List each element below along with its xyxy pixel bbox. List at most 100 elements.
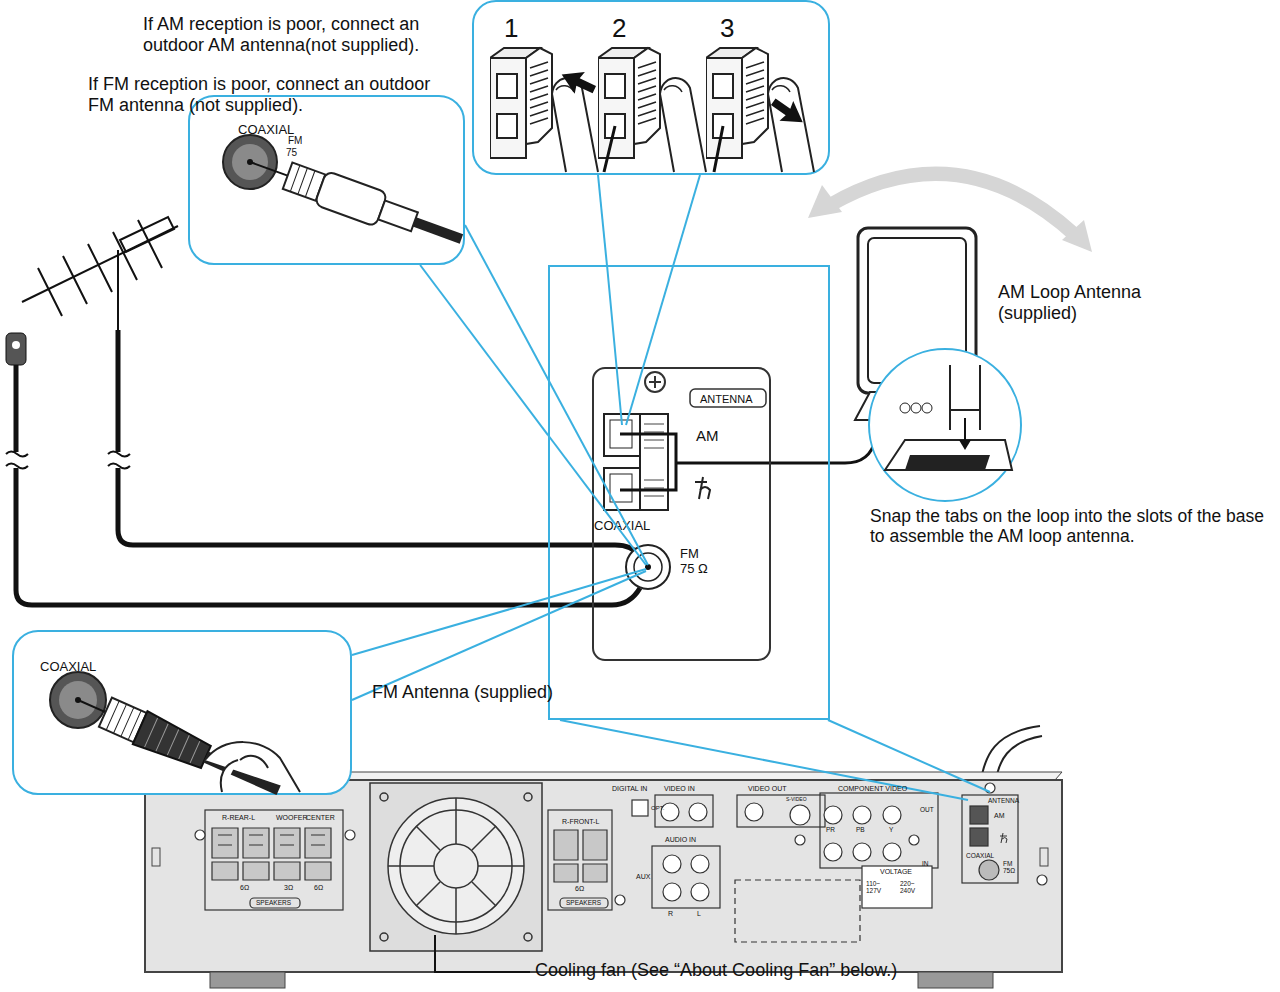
screw xyxy=(380,933,388,941)
panel-label: CENTER xyxy=(306,814,335,822)
leader-line xyxy=(607,265,622,425)
loop-base-detail xyxy=(885,440,1012,470)
hand xyxy=(205,742,300,792)
rca-jack xyxy=(853,843,871,861)
fm-jack xyxy=(634,553,662,581)
fm-jack xyxy=(979,860,999,880)
coaxial-jack xyxy=(223,135,277,189)
node-text: ANTENNA xyxy=(700,393,753,406)
antenna-zoom: ANTENNAAMCOAXIALFM 75 Ω xyxy=(548,265,830,720)
lever-ridge xyxy=(644,424,664,496)
jacks xyxy=(195,783,1047,942)
node-text: FM 75 Ω xyxy=(680,547,712,577)
panel-label: 6Ω xyxy=(240,884,249,892)
outdoor-antenna-cable xyxy=(118,330,640,556)
panel-label: PR xyxy=(826,826,835,833)
coaxial-jack xyxy=(247,159,253,165)
rca-jack xyxy=(883,806,901,824)
foot xyxy=(918,972,993,988)
panel-label: R-REAR-L xyxy=(222,814,255,822)
panel-label: AM xyxy=(994,812,1005,820)
speaker-terminals xyxy=(205,810,612,910)
node-text: 75 xyxy=(286,147,297,159)
panel-label: AUX xyxy=(636,873,650,881)
cooling-fan xyxy=(370,783,542,951)
ground-symbol xyxy=(695,477,710,499)
detail-circle xyxy=(869,349,1021,501)
screw xyxy=(380,793,388,801)
antenna-plate xyxy=(593,368,770,660)
am-terminal xyxy=(970,828,988,846)
plug-grip xyxy=(145,718,202,767)
terminal-clip xyxy=(706,48,814,172)
speaker-block xyxy=(548,810,612,910)
plug-nut xyxy=(283,163,325,201)
panel-label: R xyxy=(668,910,673,918)
panel-label: COMPONENT VIDEO xyxy=(838,785,907,793)
break-mark xyxy=(6,452,130,469)
terminal-lever xyxy=(640,414,668,510)
base-slot xyxy=(905,455,990,470)
note-text: FM Antenna (supplied) xyxy=(372,682,553,703)
note-text: Cooling fan (See “About Cooling Fan” bel… xyxy=(535,960,897,981)
panel-label: 6Ω xyxy=(314,884,323,892)
leader-line xyxy=(626,175,700,425)
screw xyxy=(649,376,661,388)
am-terminal xyxy=(970,806,988,824)
panel-label: Y xyxy=(889,826,893,833)
node-text: FM xyxy=(288,135,302,147)
panel-label: VOLTAGE xyxy=(880,868,912,876)
panel-label: DIGITAL IN xyxy=(612,785,647,793)
rear-panel xyxy=(145,780,1062,972)
panel-label: 3Ω xyxy=(284,884,293,892)
coaxial-plug xyxy=(244,145,468,256)
panel-label: SPEAKERS xyxy=(256,899,291,906)
leader-line xyxy=(828,720,990,792)
terminal xyxy=(554,830,607,882)
speakers-tag xyxy=(560,898,608,908)
panel-label: 110~ 127V xyxy=(866,880,890,895)
antenna-block xyxy=(962,795,1018,883)
panel-label: 6Ω xyxy=(575,885,584,893)
coaxial-inset: COAXIALFM75 xyxy=(188,95,465,265)
am-socket xyxy=(604,414,640,456)
rca-jack xyxy=(661,803,679,821)
rca-jack xyxy=(691,883,709,901)
push-arrow xyxy=(557,64,600,101)
screw xyxy=(524,793,532,801)
loop-antenna-wire xyxy=(620,434,676,490)
release-arrow xyxy=(766,92,809,132)
snap-arrow xyxy=(959,440,971,450)
arrow-head xyxy=(808,185,842,218)
video-out-block xyxy=(737,795,825,827)
rotation-arrow xyxy=(830,174,1075,235)
coaxial-jack xyxy=(50,672,106,728)
wire-end xyxy=(604,126,723,172)
outdoor-fm-antenna xyxy=(22,217,178,330)
ground-symbol xyxy=(1000,833,1007,843)
plug-ridge xyxy=(290,165,315,197)
note-text: If AM reception is poor, connect an outd… xyxy=(143,14,479,55)
rca-jack xyxy=(883,843,901,861)
node-text: 1 xyxy=(504,14,518,44)
panel-label: PB xyxy=(856,826,865,833)
panel-label: COAXIAL xyxy=(966,852,994,859)
plug-ridge xyxy=(106,701,141,740)
panel-label: WOOFER xyxy=(276,814,308,822)
screw xyxy=(615,895,625,905)
panel-label: S-VIDEO xyxy=(786,797,807,803)
terminal-clip xyxy=(598,48,706,172)
panel-label: FM 75Ω xyxy=(1003,860,1019,875)
outdoor-antenna-cable xyxy=(16,365,640,605)
node-text: COAXIAL xyxy=(238,123,294,138)
panel-label: ANTENNA xyxy=(988,797,1019,804)
antenna-boom xyxy=(22,226,178,302)
panel-label: IN xyxy=(922,860,929,867)
node-text: 2 xyxy=(612,14,626,44)
fan-frame xyxy=(370,783,542,951)
antenna-dipole xyxy=(120,217,174,252)
panel-label: OUT xyxy=(920,806,934,813)
loop-base xyxy=(855,392,990,420)
fan-grille xyxy=(388,798,524,934)
voltage-box xyxy=(862,866,932,908)
